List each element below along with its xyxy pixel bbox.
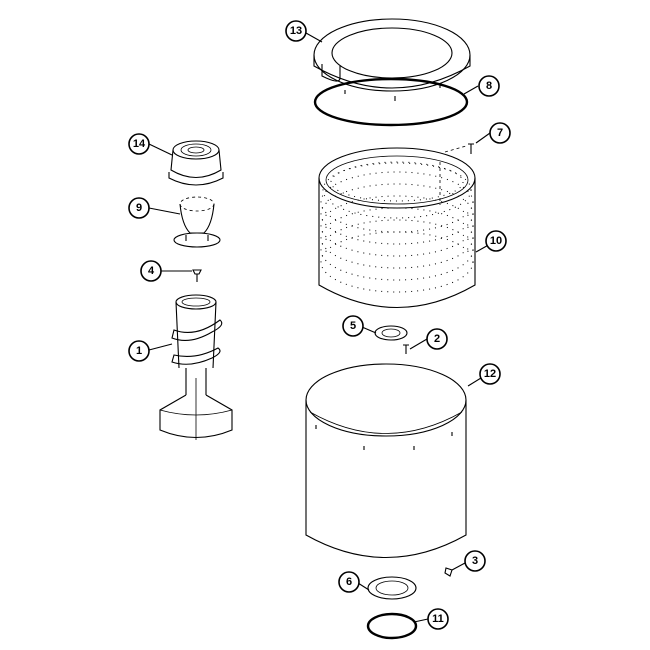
svg-text:7: 7: [497, 127, 503, 139]
hub-washer-part: [374, 325, 408, 341]
svg-text:14: 14: [133, 138, 146, 150]
callout-3: 3: [464, 550, 486, 572]
svg-text:9: 9: [136, 202, 142, 214]
callout-13: 13: [285, 20, 307, 42]
svg-text:13: 13: [290, 25, 302, 37]
callout-5: 5: [342, 315, 364, 337]
tub-seal-part: [367, 576, 417, 600]
callout-7: 7: [489, 122, 511, 144]
svg-text:6: 6: [346, 576, 352, 588]
svg-text:8: 8: [486, 80, 492, 92]
callout-2: 2: [426, 328, 448, 350]
callout-12: 12: [479, 363, 501, 385]
callout-1: 1: [128, 340, 150, 362]
bolt-4-part: [192, 269, 202, 282]
callout-8: 8: [478, 75, 500, 97]
svg-text:4: 4: [148, 265, 155, 277]
svg-text:12: 12: [484, 368, 496, 380]
callout-4: 4: [140, 260, 162, 282]
svg-text:3: 3: [472, 555, 478, 567]
svg-text:2: 2: [434, 333, 440, 345]
svg-text:11: 11: [432, 613, 444, 625]
callout-10: 10: [485, 230, 507, 252]
spin-basket-part: [318, 147, 476, 309]
callout-14: 14: [128, 133, 150, 155]
clip-3-part: [444, 567, 453, 577]
screw-7-part: [444, 143, 474, 154]
o-ring-part: [366, 612, 418, 640]
agitator-part: [159, 294, 233, 440]
svg-text:10: 10: [490, 235, 502, 247]
agitator-cap-part: [168, 140, 224, 186]
gasket-ring-part: [313, 77, 469, 127]
callout-11: 11: [427, 608, 449, 630]
screw-2-part: [403, 344, 409, 354]
callout-6: 6: [338, 571, 360, 593]
agitator-cam-part: [173, 196, 221, 248]
outer-tub-part: [305, 363, 467, 559]
svg-text:5: 5: [350, 320, 356, 332]
svg-text:1: 1: [136, 345, 142, 357]
tub-ring-part: [313, 18, 471, 101]
callout-9: 9: [128, 197, 150, 219]
